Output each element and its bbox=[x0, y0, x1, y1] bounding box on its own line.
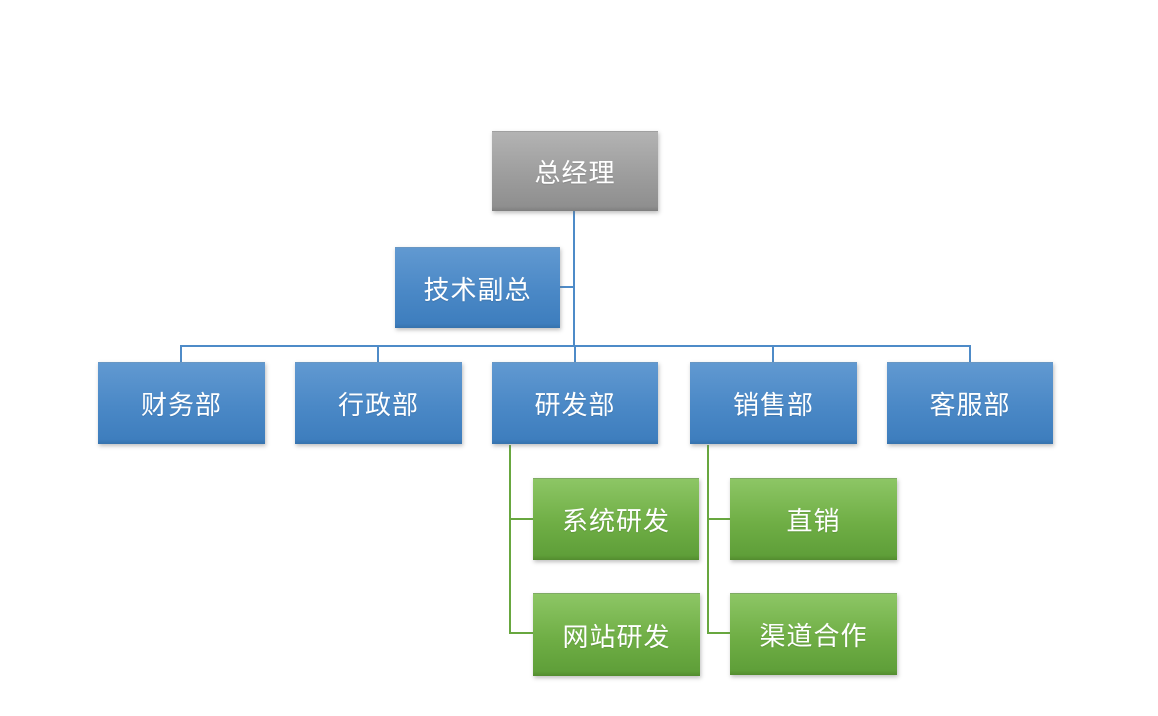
org-node-label: 总经理 bbox=[534, 159, 616, 189]
org-node-label: 客服部 bbox=[929, 391, 1011, 421]
connector-finance-drop bbox=[180, 345, 182, 363]
connector-rd-drop bbox=[574, 345, 576, 363]
connector-assistant-stub bbox=[559, 286, 574, 288]
org-node-label: 研发部 bbox=[534, 391, 616, 421]
org-node-channel-cooperation[interactable]: 渠道合作 bbox=[730, 593, 897, 675]
org-node-customer-service-dept[interactable]: 客服部 bbox=[887, 362, 1053, 444]
org-node-label: 行政部 bbox=[337, 391, 419, 421]
org-node-admin-dept[interactable]: 行政部 bbox=[295, 362, 462, 444]
connector-direct-sales-stub bbox=[707, 518, 731, 520]
org-node-label: 系统研发 bbox=[561, 507, 670, 537]
connector-channel-stub bbox=[707, 632, 731, 634]
org-node-sales-dept[interactable]: 销售部 bbox=[690, 362, 857, 444]
org-node-label: 财务部 bbox=[140, 391, 222, 421]
org-node-rd-dept[interactable]: 研发部 bbox=[492, 362, 658, 444]
org-node-label: 销售部 bbox=[732, 391, 814, 421]
org-node-direct-sales[interactable]: 直销 bbox=[730, 478, 897, 560]
org-node-system-rd[interactable]: 系统研发 bbox=[533, 478, 699, 560]
connector-service-drop bbox=[969, 345, 971, 363]
org-node-label: 直销 bbox=[786, 507, 841, 537]
org-node-label: 网站研发 bbox=[562, 622, 671, 653]
connector-system-rd-stub bbox=[509, 518, 534, 520]
connector-root-trunk bbox=[573, 211, 575, 347]
connector-sales-trunk bbox=[707, 445, 709, 634]
connector-web-rd-stub bbox=[509, 632, 534, 634]
org-node-general-manager[interactable]: 总经理 bbox=[492, 131, 658, 211]
connector-admin-drop bbox=[377, 345, 379, 363]
connector-sales-drop bbox=[772, 345, 774, 363]
org-node-finance-dept[interactable]: 财务部 bbox=[98, 362, 265, 444]
org-node-website-rd[interactable]: 网站研发 bbox=[533, 593, 700, 676]
org-node-label: 技术副总 bbox=[423, 275, 532, 306]
connector-rd-trunk bbox=[509, 445, 511, 634]
org-node-tech-vp[interactable]: 技术副总 bbox=[395, 247, 560, 328]
org-node-label: 渠道合作 bbox=[759, 622, 868, 652]
